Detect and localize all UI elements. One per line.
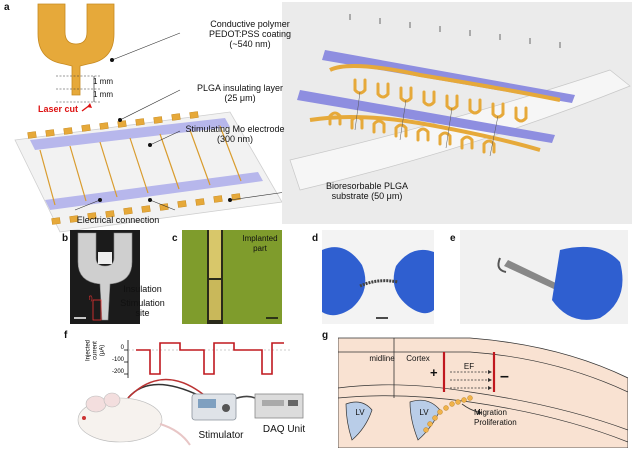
- current-trace: [136, 342, 284, 375]
- panel-f-letter: f: [64, 330, 68, 341]
- label-plga-insulating: PLGA insulating layer (25 μm): [196, 83, 284, 103]
- stimulator-label: Stimulator: [198, 430, 244, 441]
- panel-b-letter: b: [62, 233, 69, 244]
- label-pedot: Conductive polymer PEDOT:PSS coating (~5…: [208, 19, 292, 49]
- label-substrate: Bioresorbable PLGA substrate (50 μm): [325, 181, 409, 201]
- f-ytick-0: 0: [120, 345, 124, 351]
- brain-section: [338, 337, 628, 448]
- label-lv-right: LV: [419, 408, 429, 417]
- label-midline: midline: [369, 354, 395, 363]
- laser-cut-label: Laser cut: [38, 104, 79, 114]
- dim-label-2: 1 mm: [93, 90, 113, 99]
- minus-sign: –: [500, 368, 509, 385]
- label-electrical-connection: Electrical connection: [76, 215, 160, 225]
- label-cortex: Cortex: [406, 354, 430, 363]
- inset-mark: f): [89, 296, 93, 302]
- label-insulation: Insulation: [123, 284, 162, 294]
- panel-c-letter: c: [172, 233, 178, 244]
- lv-left: [345, 401, 373, 441]
- label-implanted-part: Implanted part: [242, 234, 278, 253]
- label-lv-left: LV: [355, 408, 365, 417]
- panel-d-letter: d: [312, 233, 319, 244]
- daq-label: DAQ Unit: [262, 424, 306, 435]
- panel-a-letter: a: [4, 2, 10, 13]
- panel-g-letter: g: [322, 330, 329, 341]
- label-mo-electrode: Stimulating Mo electrode (300 nm): [185, 124, 285, 144]
- panel-e-letter: e: [450, 233, 456, 244]
- label-stimulation-site: Stimulation site: [120, 298, 165, 318]
- label-migration: Migration Proliferation: [474, 408, 517, 427]
- f-ytick-200: -200: [111, 369, 124, 375]
- plus-sign: +: [430, 365, 438, 380]
- dim-label-1: 1 mm: [93, 77, 113, 86]
- f-ytick-100: -100: [111, 357, 124, 363]
- u-electrode-tip: [37, 3, 115, 96]
- label-ef: EF: [463, 362, 475, 371]
